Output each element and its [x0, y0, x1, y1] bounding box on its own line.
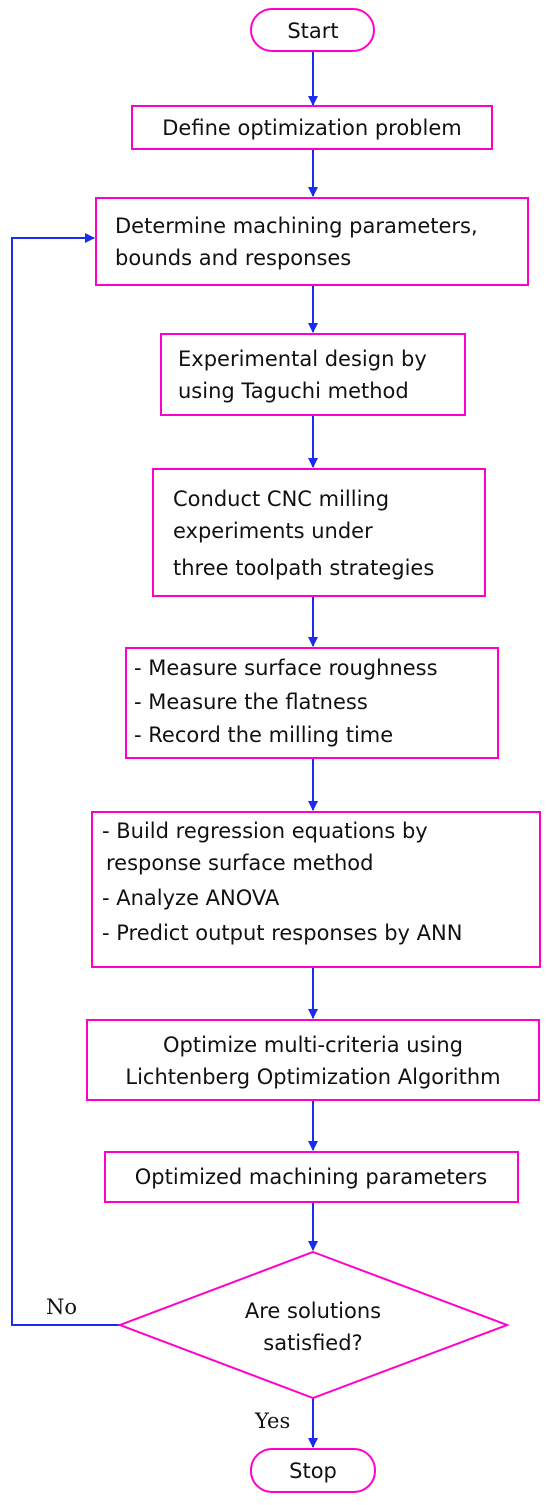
decision-diamond: Are solutions satisfied? [117, 1250, 510, 1400]
stop-terminal: Stop [250, 1448, 376, 1493]
define-problem-box: Define optimization problem [131, 105, 493, 150]
start-terminal: Start [250, 8, 375, 52]
decision-line-2: satisfied? [263, 1331, 362, 1355]
connectors [11, 52, 318, 1448]
conduct-experiments-line-1: Conduct CNC milling [173, 487, 389, 511]
start-label: Start [287, 19, 338, 43]
build-regression-line-4: - Predict output responses by ANN [102, 921, 462, 945]
edge-label-no: No [46, 1295, 77, 1319]
determine-parameters-line-2: bounds and responses [115, 246, 351, 270]
measure-line-2: - Measure the flatness [134, 690, 368, 714]
edge-label-yes: Yes [254, 1409, 290, 1433]
build-regression-line-1: - Build regression equations by [102, 819, 428, 843]
optimize-line-2: Lichtenberg Optimization Algorithm [125, 1065, 500, 1089]
arrow-no-loop-back [11, 233, 120, 1326]
conduct-experiments-line-3: three toolpath strategies [173, 556, 434, 580]
optimize-line-1: Optimize multi-criteria using [163, 1033, 463, 1057]
optimized-parameters-label: Optimized machining parameters [135, 1165, 487, 1189]
define-problem-label: Define optimization problem [162, 116, 461, 140]
build-regression-line-2: response surface method [106, 851, 373, 875]
measure-line-1: - Measure surface roughness [134, 656, 438, 680]
build-regression-line-3: - Analyze ANOVA [102, 886, 280, 910]
measure-box: - Measure surface roughness - Measure th… [125, 647, 499, 759]
experimental-design-box: Experimental design by using Taguchi met… [160, 333, 466, 416]
stop-label: Stop [289, 1459, 337, 1483]
determine-parameters-line-1: Determine machining parameters, [115, 214, 478, 238]
conduct-experiments-box: Conduct CNC milling experiments under th… [152, 468, 486, 597]
experimental-design-line-2: using Taguchi method [178, 379, 409, 403]
measure-line-3: - Record the milling time [134, 723, 393, 747]
optimize-box: Optimize multi-criteria using Lichtenber… [86, 1019, 540, 1101]
decision-line-1: Are solutions [245, 1299, 381, 1323]
conduct-experiments-line-2: experiments under [173, 519, 373, 543]
experimental-design-line-1: Experimental design by [178, 347, 427, 371]
determine-parameters-box: Determine machining parameters, bounds a… [95, 197, 529, 286]
optimized-parameters-box: Optimized machining parameters [104, 1151, 519, 1203]
build-regression-box: - Build regression equations by response… [91, 811, 541, 968]
